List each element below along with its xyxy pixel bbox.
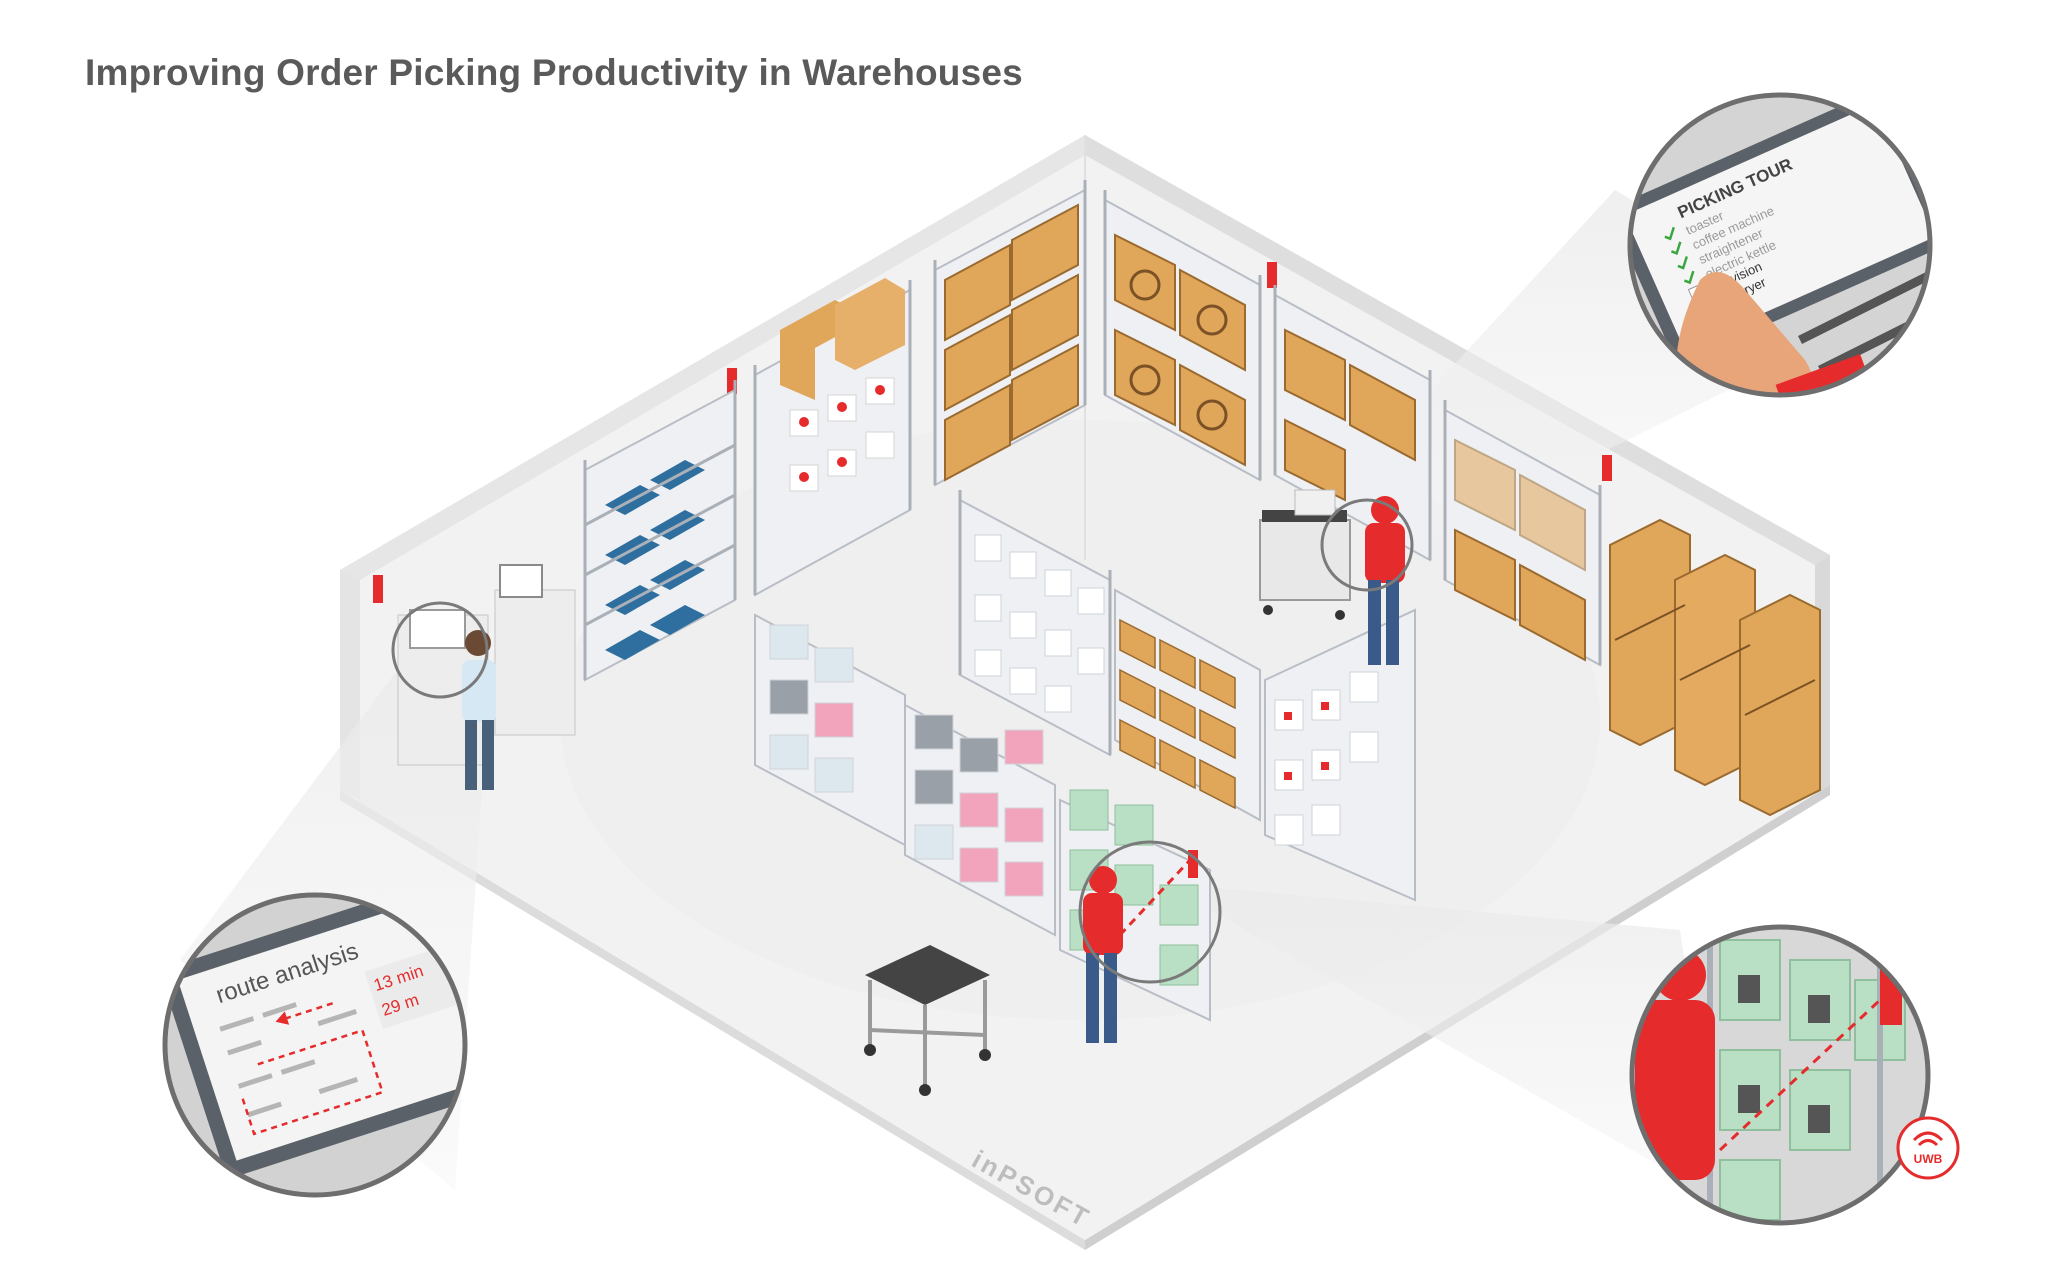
- shelf-washing-machines: [1103, 190, 1262, 482]
- route-arrow-icon: [275, 1011, 290, 1025]
- shelf-televisions: [933, 180, 1087, 487]
- shelf-center-boxes: [1114, 588, 1261, 822]
- route-path: [240, 1002, 385, 1136]
- shelf-blue-bins: [583, 380, 737, 682]
- route-analysis-magnifier: route analysis 13 min 29 m: [162, 892, 468, 1198]
- uwb-label: UWB: [1914, 1152, 1943, 1166]
- shelf-toasters: [753, 278, 912, 597]
- route-stats-box: [364, 947, 460, 1029]
- uwb-magnifier: UWB: [1629, 924, 1960, 1226]
- tablet-checkmarks: [1664, 226, 1695, 285]
- shelf-front-middle: [904, 703, 1056, 937]
- tablet-magnifier: PICKING TOUR toaster coffee machine stra…: [1627, 92, 1933, 398]
- signal-icon: [1912, 1131, 1944, 1147]
- empty-trolley: [864, 945, 991, 1096]
- shelf-front-left: [754, 613, 906, 847]
- worker-with-trolley: [1259, 489, 1414, 665]
- shelf-center-right-appliances: [1264, 608, 1416, 902]
- worker-at-terminal: [391, 564, 576, 790]
- uwb-badge: UWB: [1896, 1116, 1960, 1180]
- shelf-center-small-appliances: [958, 490, 1112, 757]
- shelf-stoves: [1443, 400, 1602, 667]
- page-title: Improving Order Picking Productivity in …: [85, 52, 1023, 93]
- worker-scanning-shelf: [1078, 840, 1222, 1043]
- refrigerator-boxes: [1609, 518, 1821, 817]
